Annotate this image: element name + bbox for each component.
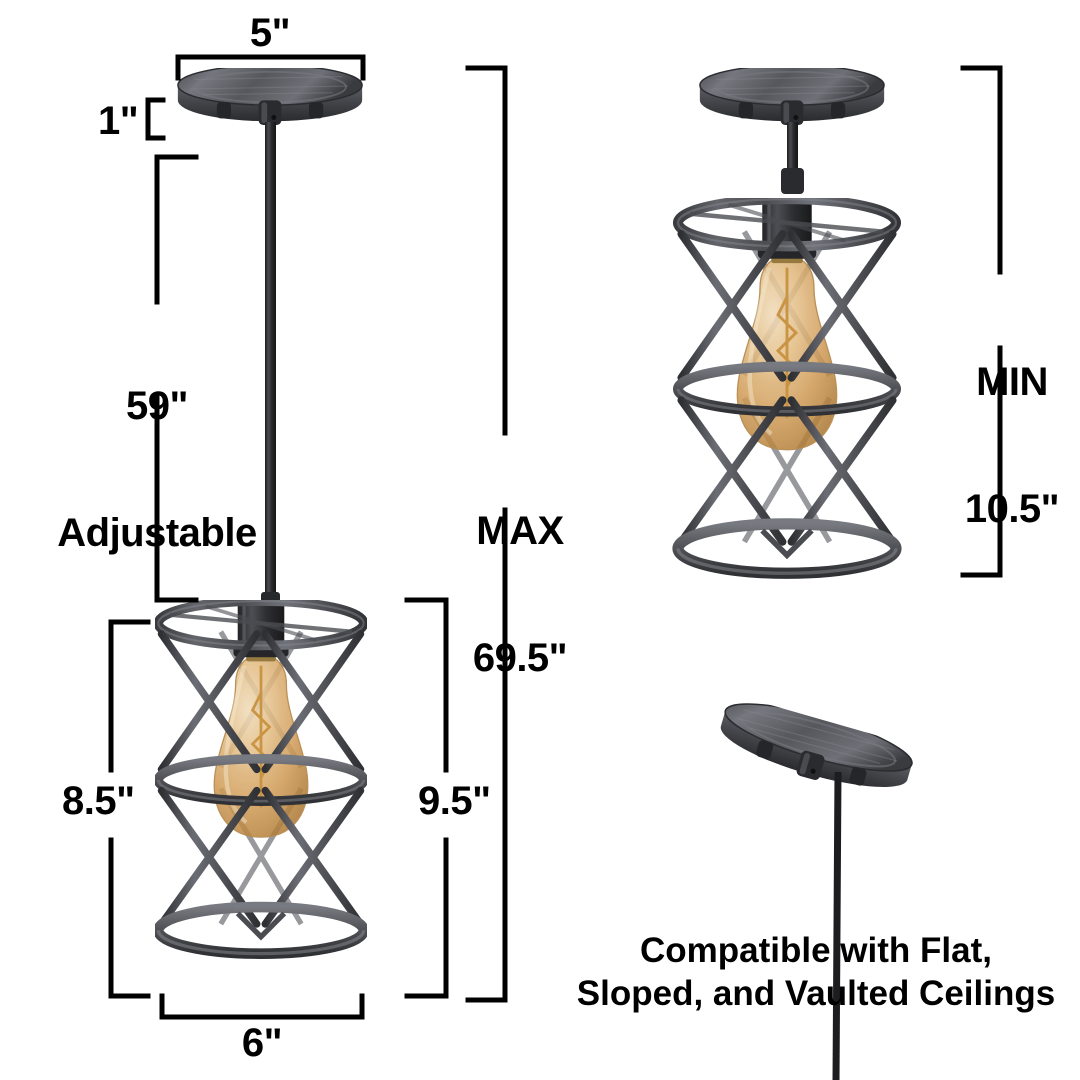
- label-downrod-line2: Adjustable: [57, 510, 257, 555]
- label-max-line2: 69.5": [472, 635, 568, 680]
- pendant-fixture-left: [158, 68, 363, 953]
- down-rod: [265, 122, 276, 614]
- dim-bracket-shade-height: [108, 619, 151, 999]
- dim-bracket-shade-width: [159, 993, 365, 1020]
- label-shade-height: 8.5": [62, 779, 135, 823]
- label-shade-total-height: 9.5": [418, 779, 491, 823]
- power-cord: [832, 771, 842, 1080]
- caption-line-1: Compatible with Flat,: [640, 931, 992, 970]
- ceiling-compatibility-caption: Compatible with Flat, Sloped, and Vaulte…: [560, 930, 1072, 1015]
- label-downrod: 59" Adjustable: [0, 300, 314, 639]
- caption-line-2: Sloped, and Vaulted Ceilings: [576, 973, 1056, 1013]
- label-min-line2: 10.5": [964, 486, 1060, 531]
- dim-bracket-max-height: [465, 65, 508, 1003]
- label-max-line1: MAX: [476, 508, 564, 553]
- dim-bracket-downrod: [154, 154, 199, 603]
- label-canopy-height: 1": [98, 99, 139, 143]
- flush-fixture-right: [678, 68, 896, 573]
- label-max-height: MAX 69.5": [462, 425, 578, 764]
- label-min-line1: MIN: [976, 359, 1048, 404]
- label-shade-width: 6": [241, 1021, 283, 1065]
- label-min-height: MIN 10.5": [952, 276, 1072, 615]
- dim-bracket-canopy-width: [175, 54, 366, 81]
- dim-bracket-min-height: [960, 65, 1003, 578]
- label-canopy-width: 5": [249, 11, 291, 55]
- dim-bracket-shade-total-height: [404, 597, 449, 999]
- label-downrod-line1: 59": [126, 383, 188, 428]
- dim-bracket-canopy-height: [145, 97, 166, 141]
